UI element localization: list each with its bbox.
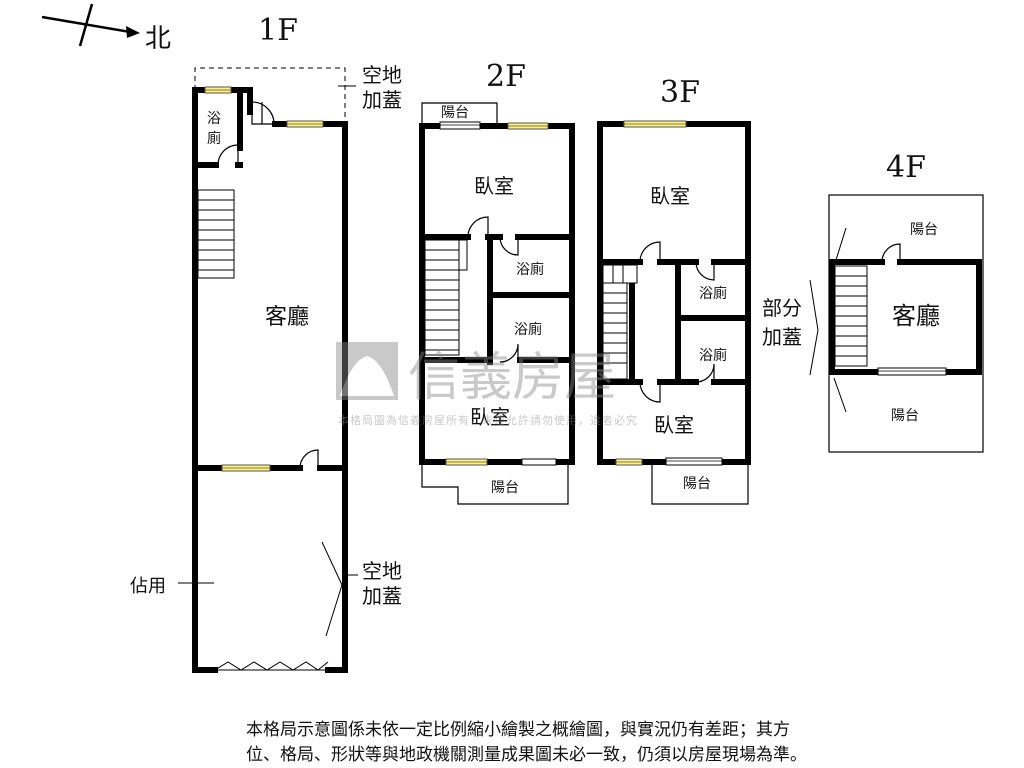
room-1f-bath-line2: 廁: [207, 130, 221, 147]
floor-3f: 臥室 浴廁 浴廁 臥室 陽台 部分 加蓋: [597, 120, 819, 505]
room-3f-balcony-bottom: 陽台: [683, 476, 711, 492]
north-label: 北: [145, 24, 171, 54]
room-2f-bedroom-bottom: 臥室: [470, 405, 510, 429]
arrow-icon: [126, 26, 140, 38]
floor-4f: 陽台 客廳 陽台: [828, 194, 984, 453]
watermark-brand: 信義房屋: [408, 348, 616, 408]
room-1f-bath-line1: 浴: [207, 111, 221, 127]
room-4f-living: 客廳: [892, 302, 940, 330]
disclaimer-line2: 位、格局、形狀等與地政機關測量成果圖未必一致，仍須以房屋現場為準。: [246, 745, 807, 765]
annotation-1f-top-extension-line1: 空地: [362, 63, 402, 87]
annotation-1f-occupied: 佔用: [130, 576, 166, 597]
floor-label-3f: 3F: [660, 75, 700, 110]
annotation-3f-partial-extension-line2: 加蓋: [762, 325, 802, 349]
disclaimer-line1: 本格局示意圖係未依一定比例縮小繪製之概繪圖，與實況仍有差距；其方: [246, 720, 790, 740]
room-2f-balcony-top: 陽台: [441, 105, 469, 121]
room-2f-bath2: 浴廁: [514, 321, 542, 338]
room-1f-living: 客廳: [265, 305, 309, 330]
floor-2f: 陽台 臥室 浴廁 浴廁 臥室 陽台: [419, 102, 575, 505]
floor-label-2f: 2F: [486, 59, 526, 94]
floor-1f: 浴 廁 客廳 佔用 空地 加蓋 空地 加蓋: [130, 63, 402, 673]
annotation-1f-bottom-extension-line2: 加蓋: [362, 584, 402, 608]
annotation-1f-top-extension-line2: 加蓋: [362, 88, 402, 112]
watermark-notice: 本格局圖為信義房屋所有，未經允許請勿使用，違者必究: [338, 413, 638, 427]
watermark: 信義房屋 本格局圖為信義房屋所有，未經允許請勿使用，違者必究: [336, 342, 638, 427]
compass: 北: [41, 3, 171, 54]
floor-label-4f: 4F: [886, 150, 926, 185]
disclaimer: 本格局示意圖係未依一定比例縮小繪製之概繪圖，與實況仍有差距；其方 位、格局、形狀…: [246, 718, 926, 768]
room-4f-balcony-top: 陽台: [910, 222, 938, 238]
room-2f-bath1: 浴廁: [516, 261, 544, 278]
room-3f-bedroom-bottom: 臥室: [654, 413, 694, 437]
watermark-logo-icon: [336, 342, 398, 400]
room-3f-bath2: 浴廁: [699, 347, 727, 364]
room-2f-bedroom-top: 臥室: [474, 174, 514, 198]
room-4f-balcony-bottom: 陽台: [891, 408, 919, 424]
floor-label-1f: 1F: [258, 13, 298, 48]
room-2f-balcony-bottom: 陽台: [491, 480, 519, 496]
room-3f-bath1: 浴廁: [699, 285, 727, 302]
annotation-1f-bottom-extension-line1: 空地: [362, 559, 402, 583]
annotation-3f-partial-extension-line1: 部分: [762, 296, 802, 320]
room-3f-bedroom-top: 臥室: [650, 184, 690, 208]
